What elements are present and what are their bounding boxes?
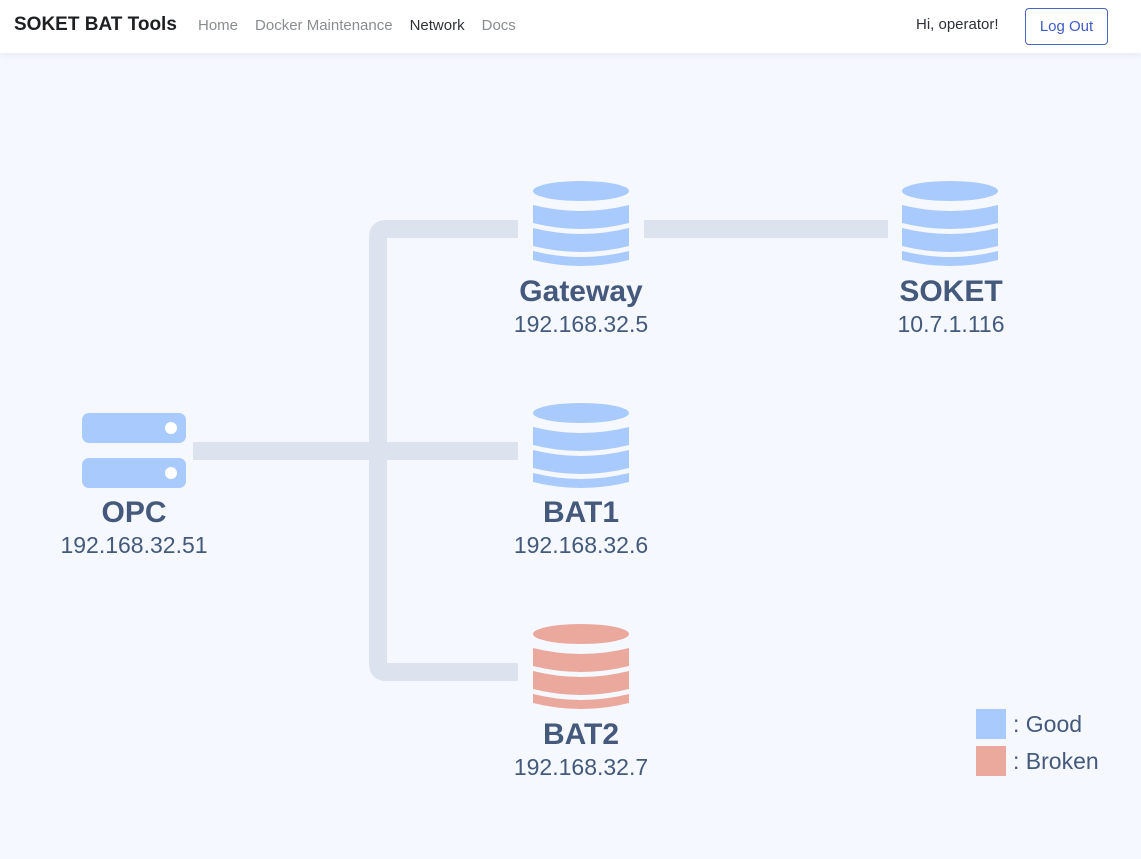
connector-gateway-bat2 [369,220,518,681]
status-legend: : Good : Broken [976,709,1099,783]
nav-link-docs[interactable]: Docs [481,17,516,34]
node-ip: 192.168.32.51 [60,532,208,558]
legend-swatch-broken [976,746,1006,776]
logout-button[interactable]: Log Out [1025,8,1108,45]
database-icon[interactable] [533,403,629,488]
database-icon[interactable] [533,181,629,266]
legend-broken: : Broken [976,746,1099,776]
network-diagram-canvas [82,181,998,709]
node-soket[interactable]: SOKET 10.7.1.116 [851,275,1051,339]
database-icon[interactable] [533,624,629,709]
node-name: BAT1 [542,496,620,529]
nav-links: Home Docker Maintenance Network Docs [198,17,516,34]
network-diagram: OPC 192.168.32.51 Gateway 192.168.32.5 S… [0,53,1141,859]
server-icon[interactable] [82,413,186,488]
database-icon[interactable] [902,181,998,266]
node-ip: 192.168.32.6 [513,532,649,558]
nav-link-network[interactable]: Network [409,17,465,34]
node-ip: 192.168.32.5 [513,311,649,337]
node-opc[interactable]: OPC 192.168.32.51 [34,496,234,560]
nav-link-docker-maintenance[interactable]: Docker Maintenance [255,17,393,34]
nav-link-home[interactable]: Home [198,17,239,34]
brand-title[interactable]: SOKET BAT Tools [14,14,177,35]
user-greeting: Hi, operator! [916,16,999,33]
node-ip: 10.7.1.116 [897,311,1005,337]
node-name: OPC [101,496,167,529]
node-name: Gateway [519,275,643,308]
node-bat2[interactable]: BAT2 192.168.32.7 [481,718,681,782]
legend-label-good: : Good [1013,710,1083,737]
node-name: BAT2 [542,718,620,751]
node-name: SOKET [899,275,1003,308]
top-navbar: SOKET BAT Tools Home Docker Maintenance … [0,0,1141,53]
legend-label-broken: : Broken [1013,747,1099,774]
node-gateway[interactable]: Gateway 192.168.32.5 [481,275,681,339]
node-bat1[interactable]: BAT1 192.168.32.6 [481,496,681,560]
connector-lines [193,220,888,681]
node-ip: 192.168.32.7 [513,754,649,780]
legend-good: : Good [976,709,1099,739]
legend-swatch-good [976,709,1006,739]
